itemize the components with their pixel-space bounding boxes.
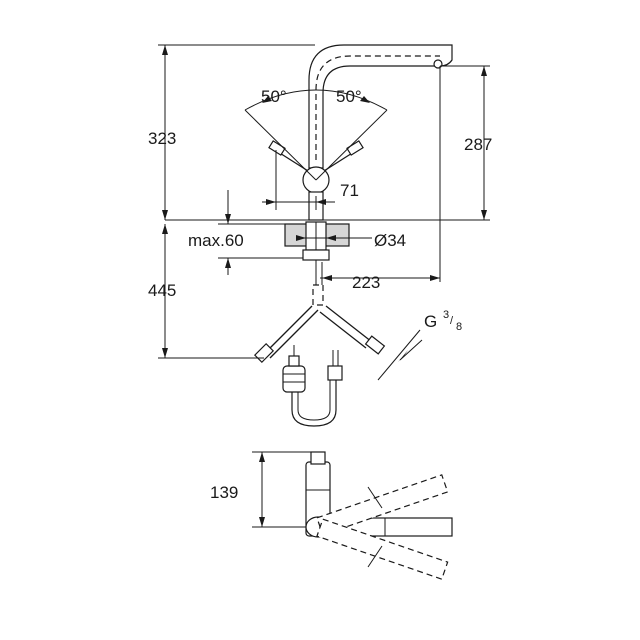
fraction-slash: / (450, 315, 454, 327)
plan-spout-swivel-down (316, 518, 449, 580)
hose-fitting-left (253, 342, 275, 364)
height-spout-label: 287 (464, 135, 492, 154)
side-view (165, 44, 490, 427)
spout-reach-label: 223 (352, 273, 380, 292)
hose-fitting-right (364, 335, 386, 355)
faucet-body (308, 44, 453, 169)
max-thickness-label: max.60 (188, 231, 244, 250)
hose-hot (265, 305, 313, 353)
below-counter-label: 445 (148, 281, 176, 300)
plan-depth-label: 139 (210, 483, 238, 502)
spray-head (433, 59, 443, 69)
handle-offset-label: 71 (340, 181, 359, 200)
hose-line (315, 55, 440, 160)
dimension-lines (158, 44, 490, 359)
hose-weight (282, 365, 306, 393)
connection-g-label: G (424, 312, 437, 331)
hose-cold (325, 305, 373, 343)
hole-diameter-label: Ø34 (374, 231, 406, 250)
angle-left-label: 50° (261, 87, 287, 106)
hose-connector (327, 365, 343, 381)
connection-denominator: 8 (456, 321, 462, 333)
hose-guide (312, 284, 324, 306)
angle-arc (244, 89, 388, 111)
height-total-label: 323 (148, 129, 176, 148)
lever-left-tip (268, 140, 286, 156)
connection-numerator: 3 (443, 309, 449, 321)
plan-view (252, 451, 453, 580)
lever-right-tip (346, 140, 364, 156)
angle-right-label: 50° (336, 87, 362, 106)
